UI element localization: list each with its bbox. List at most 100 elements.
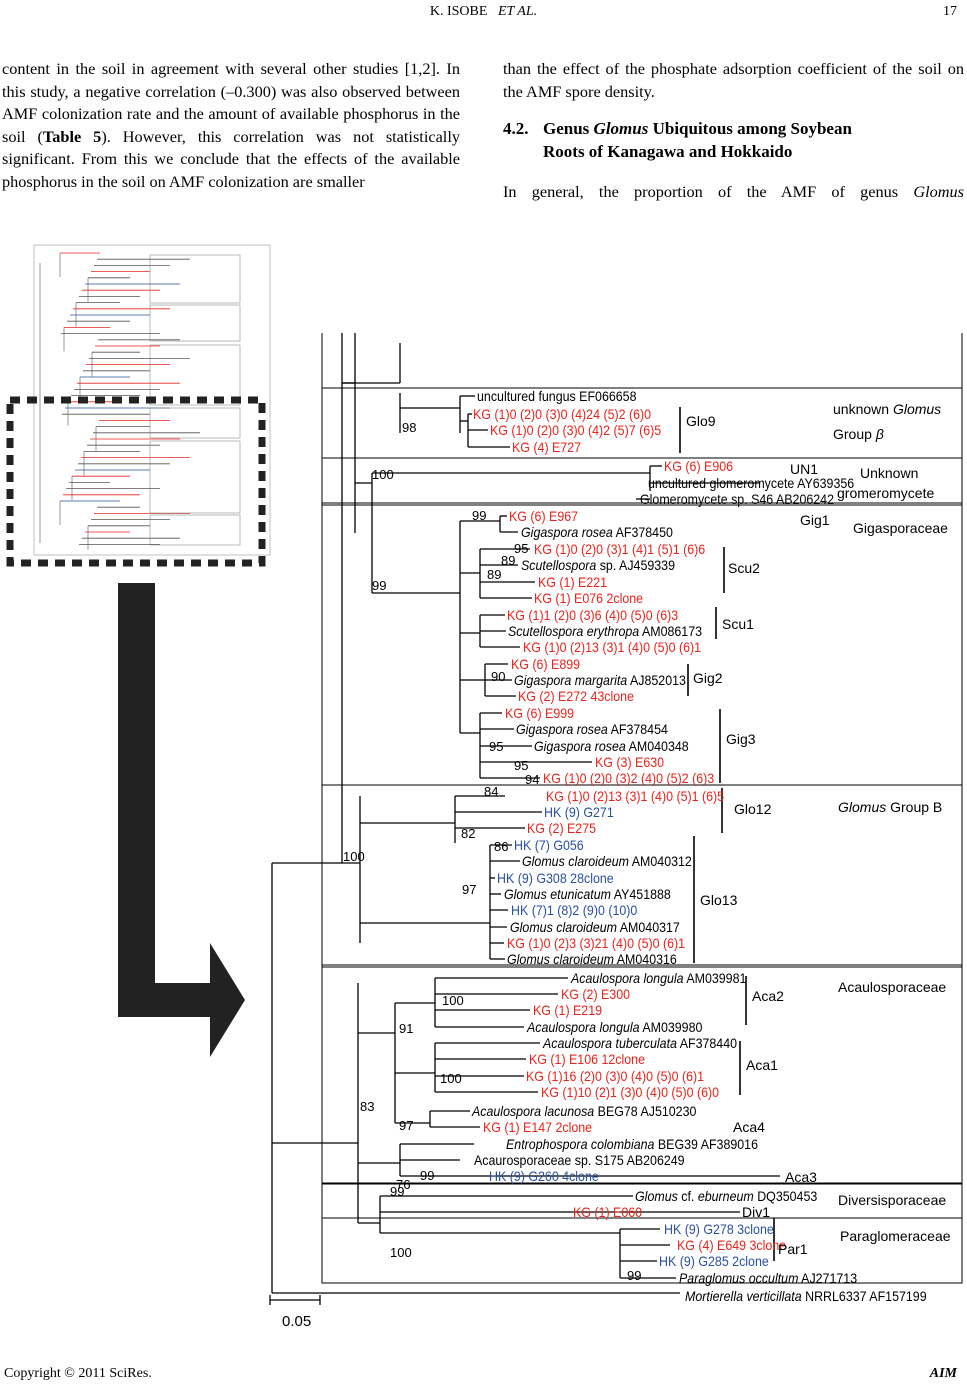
group-label: Unknown	[860, 465, 918, 481]
clade-label: Aca2	[752, 988, 784, 1004]
leaf-label: Paraglomus occultum AJ271713	[679, 1271, 857, 1287]
leaf-label: KG (3) E630	[595, 755, 664, 771]
leaf-label: HK (9) G308 28clone	[497, 871, 614, 887]
clade-label: UN1	[790, 461, 818, 477]
leaf-label: HK (9) G260 4clone	[489, 1169, 599, 1185]
running-head: K. ISOBE ET AL.	[0, 4, 967, 20]
copyright: Copyright © 2011 SciRes.	[4, 1366, 152, 1381]
clade-label: Glo13	[700, 892, 738, 908]
clade-label: Glo12	[734, 801, 772, 817]
leaf-label: KG (1)0 (2)0 (3)0 (4)2 (5)7 (6)5	[490, 423, 661, 439]
clade-label: Scu1	[722, 616, 754, 632]
page-header: K. ISOBE ET AL. 17	[0, 4, 967, 28]
paragraph: content in the soil in agreement with se…	[2, 58, 460, 193]
leaf-label: Scutellospora sp. AJ459339	[521, 558, 675, 574]
leaf-label: Scutellospora erythropa AM086173	[508, 624, 702, 640]
page-number: 17	[943, 4, 957, 19]
clade-label: Scu2	[728, 560, 760, 576]
text: Glomus	[593, 119, 649, 138]
leaf-label: KG (1) E147 2clone	[483, 1120, 592, 1136]
bootstrap-value: 99	[390, 1184, 404, 1199]
bootstrap-value: 89	[487, 567, 501, 582]
bootstrap-value: 100	[343, 849, 365, 864]
leaf-label: Acaurosporaceae sp. S175 AB206249	[474, 1153, 685, 1169]
bootstrap-value: 82	[461, 826, 475, 841]
leaf-label: Glomus claroideum AM040312	[522, 854, 692, 870]
leaf-label: KG (6) E899	[511, 657, 580, 673]
leaf-label: KG (1) E060	[573, 1205, 642, 1221]
leaf-label: Gigaspora rosea AF378450	[521, 525, 673, 541]
clade-label: Par1	[778, 1241, 808, 1257]
clade-label: Aca1	[746, 1057, 778, 1073]
leaf-label: HK (9) G278 3clone	[664, 1222, 774, 1238]
text: ). However, this correlation was not sta…	[2, 126, 460, 191]
group-label: gromeromycete	[837, 485, 934, 501]
leaf-label: KG (1) E221	[538, 575, 607, 591]
clade-labels: Glo9UN1Gig1Scu2Scu1Gig2Gig3Glo12Glo13Aca…	[686, 413, 830, 1257]
scale-bar: 0.05	[269, 1295, 321, 1330]
bootstrap-value: 97	[462, 882, 476, 897]
main-tree	[271, 333, 780, 1294]
group-label: Paraglomeraceae	[840, 1228, 951, 1244]
group-label: Diversisporaceae	[838, 1192, 946, 1208]
leaf-label: Glomus claroideum AM040317	[510, 920, 680, 936]
clade-label: Gig1	[800, 512, 830, 528]
leaf-label: KG (1) E076 2clone	[534, 591, 643, 607]
clade-label: Div1	[742, 1204, 770, 1220]
bootstrap-value: 91	[399, 1021, 413, 1036]
bootstrap-value: 100	[440, 1071, 462, 1086]
text: Ubiquitous among Soybean	[648, 119, 852, 138]
leaf-label: KG (2) E300	[561, 987, 630, 1003]
leaf-label: HK (7) G056	[514, 838, 584, 854]
leaf-label: uncultured glomeromycete AY639356	[648, 476, 854, 492]
leaf-label: Glomeromycete sp. S46 AB206242	[640, 492, 834, 508]
group-frames	[321, 333, 963, 1284]
table-ref[interactable]: Table 5	[42, 126, 102, 146]
bootstrap-value: 95	[514, 758, 528, 773]
leaf-label: Acaulospora longula AM039980	[526, 1020, 702, 1036]
leaf-label: Mortierella verticillata NRRL6337 AF1571…	[685, 1289, 927, 1305]
zoom-arrow	[118, 583, 245, 1057]
bootstrap-value: 89	[501, 553, 515, 568]
leaf-label: KG (1)0 (2)13 (3)1 (4)0 (5)0 (6)1	[523, 640, 701, 656]
leaf-label: KG (4) E727	[512, 440, 581, 456]
zoom-selection-box	[6, 396, 266, 567]
clade-label: Glo9	[686, 413, 716, 429]
group-label: Glomus Group B	[838, 799, 942, 815]
bootstrap-value: 99	[372, 578, 386, 593]
leaf-label: KG (1) E219	[533, 1003, 602, 1019]
group-label: Gigasporaceae	[853, 520, 948, 536]
bootstrap-value: 99	[420, 1168, 434, 1183]
bootstrap-value: 83	[360, 1099, 374, 1114]
bootstrap-value: 94	[525, 772, 539, 787]
leaf-label: Gigaspora rosea AF378454	[516, 722, 668, 738]
group-label: unknown Glomus	[833, 401, 941, 417]
leaf-label: HK (9) G271	[544, 805, 614, 821]
bootstrap-value: 99	[472, 508, 486, 523]
bootstrap-value: 95	[489, 739, 503, 754]
leaf-label: KG (1)0 (2)0 (3)1 (4)1 (5)1 (6)6	[534, 542, 705, 558]
leaf-label: KG (6) E999	[505, 706, 574, 722]
bootstrap-labels: 9810099958989999095959484828610097100911…	[343, 420, 641, 1283]
bootstrap-value: 98	[402, 420, 416, 435]
group-label: Group β	[833, 426, 884, 442]
leaf-label: Entrophospora colombiana BEG39 AF389016	[506, 1137, 758, 1153]
text: Glomus	[913, 182, 964, 201]
leaf-label: KG (1)10 (2)1 (3)0 (4)0 (5)0 (6)0	[541, 1085, 719, 1101]
bootstrap-value: 95	[514, 541, 528, 556]
leaf-label: KG (1)0 (2)0 (3)2 (4)0 (5)2 (6)3	[543, 771, 714, 787]
paragraph: In general, the proportion of the AMF of…	[503, 181, 964, 204]
leaf-label: KG (1)16 (2)0 (3)0 (4)0 (5)0 (6)1	[526, 1069, 704, 1085]
scale-label: 0.05	[282, 1313, 311, 1330]
leaf-label: KG (1)0 (2)3 (3)21 (4)0 (5)0 (6)1	[507, 936, 685, 952]
leaf-label: Gigaspora margarita AJ852013	[514, 673, 686, 689]
leaf-label: Glomus cf. eburneum DQ350453	[635, 1189, 817, 1205]
leaf-label: KG (4) E649 3clone	[677, 1238, 786, 1254]
leaf-label: Acaulospora tuberculata AF378440	[542, 1036, 737, 1052]
bootstrap-value: 76	[396, 1177, 410, 1192]
leaf-label: KG (6) E906	[664, 459, 733, 475]
left-column: content in the soil in agreement with se…	[2, 58, 460, 193]
